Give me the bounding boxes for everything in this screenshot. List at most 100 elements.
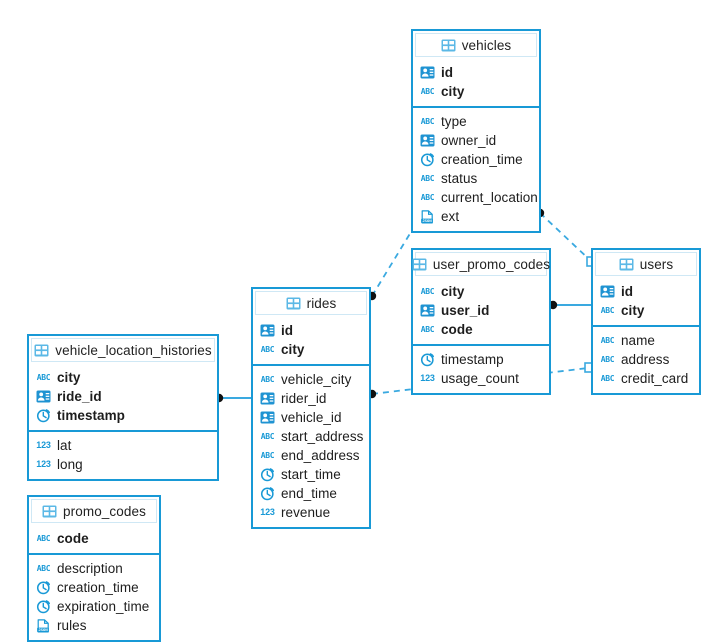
column-row[interactable]: owner_id xyxy=(413,131,539,150)
abc-text-icon: ABC xyxy=(600,354,615,364)
column-name: vehicle_id xyxy=(281,410,342,425)
column-name: city xyxy=(441,284,465,299)
id-card-icon xyxy=(260,323,275,338)
id-card-icon xyxy=(260,410,275,425)
column-name: rider_id xyxy=(281,391,327,406)
column-name: type xyxy=(441,114,467,129)
id-card-icon xyxy=(600,284,615,299)
abc-text-icon: ABC xyxy=(420,116,435,126)
column-row[interactable]: id xyxy=(593,282,699,301)
column-name: timestamp xyxy=(57,408,125,423)
json-document-icon: JSON xyxy=(36,618,51,633)
column-row[interactable]: end_time xyxy=(253,484,369,503)
column-row[interactable]: rider_id xyxy=(253,389,369,408)
column-name: credit_card xyxy=(621,371,689,386)
column-name: end_time xyxy=(281,486,337,501)
column-name: id xyxy=(281,323,294,338)
column-name: code xyxy=(441,322,473,337)
column-row[interactable]: ABC vehicle_city xyxy=(253,370,369,389)
table-header[interactable]: vehicles xyxy=(415,33,537,57)
column-row[interactable]: creation_time xyxy=(413,150,539,169)
edge-line xyxy=(371,226,415,297)
table-header[interactable]: rides xyxy=(255,291,367,315)
table-name: rides xyxy=(306,295,337,311)
column-row[interactable]: user_id xyxy=(413,301,549,320)
column-row[interactable]: start_time xyxy=(253,465,369,484)
column-row[interactable]: ABC type xyxy=(413,112,539,131)
clock-icon xyxy=(36,599,51,614)
column-name: id xyxy=(441,65,454,80)
column-row[interactable]: ABC city xyxy=(413,82,539,101)
column-row[interactable]: id xyxy=(413,63,539,82)
clock-icon xyxy=(420,152,435,167)
json-document-icon: JSON xyxy=(420,209,435,224)
column-row[interactable]: expiration_time xyxy=(29,597,159,616)
abc-text-icon: ABC xyxy=(260,374,275,384)
column-name: start_address xyxy=(281,429,364,444)
column-name: ride_id xyxy=(57,389,102,404)
column-row[interactable]: vehicle_id xyxy=(253,408,369,427)
column-name: city xyxy=(621,303,645,318)
123-number-icon: 123 xyxy=(420,373,435,383)
column-name: city xyxy=(441,84,465,99)
column-name: owner_id xyxy=(441,133,497,148)
abc-text-icon: ABC xyxy=(420,192,435,202)
column-name: address xyxy=(621,352,670,367)
column-row[interactable]: id xyxy=(253,321,369,340)
table-header[interactable]: user_promo_codes xyxy=(412,252,550,276)
column-row[interactable]: ABC address xyxy=(593,350,699,369)
column-name: city xyxy=(281,342,305,357)
table-header[interactable]: users xyxy=(595,252,697,276)
table-grid-icon xyxy=(286,296,301,311)
column-name: long xyxy=(57,457,83,472)
column-name: name xyxy=(621,333,655,348)
id-card-icon xyxy=(36,389,51,404)
column-name: vehicle_city xyxy=(281,372,352,387)
table-header[interactable]: vehicle_location_histories xyxy=(31,338,215,362)
column-row[interactable]: ABC current_location xyxy=(413,188,539,207)
column-row[interactable]: ride_id xyxy=(29,387,217,406)
abc-text-icon: ABC xyxy=(420,86,435,96)
column-name: usage_count xyxy=(441,371,519,386)
columns-section: timestamp 123 usage_count xyxy=(413,344,549,393)
column-row[interactable]: 123 usage_count xyxy=(413,369,549,388)
column-row[interactable]: JSON ext xyxy=(413,207,539,226)
table-header[interactable]: promo_codes xyxy=(31,499,157,523)
column-row[interactable]: creation_time xyxy=(29,578,159,597)
column-row[interactable]: timestamp xyxy=(413,350,549,369)
column-name: creation_time xyxy=(57,580,139,595)
column-name: current_location xyxy=(441,190,538,205)
column-name: lat xyxy=(57,438,72,453)
column-name: ext xyxy=(441,209,460,224)
column-name: start_time xyxy=(281,467,341,482)
123-number-icon: 123 xyxy=(260,507,275,517)
abc-text-icon: ABC xyxy=(36,372,51,382)
table-name: vehicle_location_histories xyxy=(55,342,212,358)
table-grid-icon xyxy=(441,38,456,53)
column-row[interactable]: timestamp xyxy=(29,406,217,425)
